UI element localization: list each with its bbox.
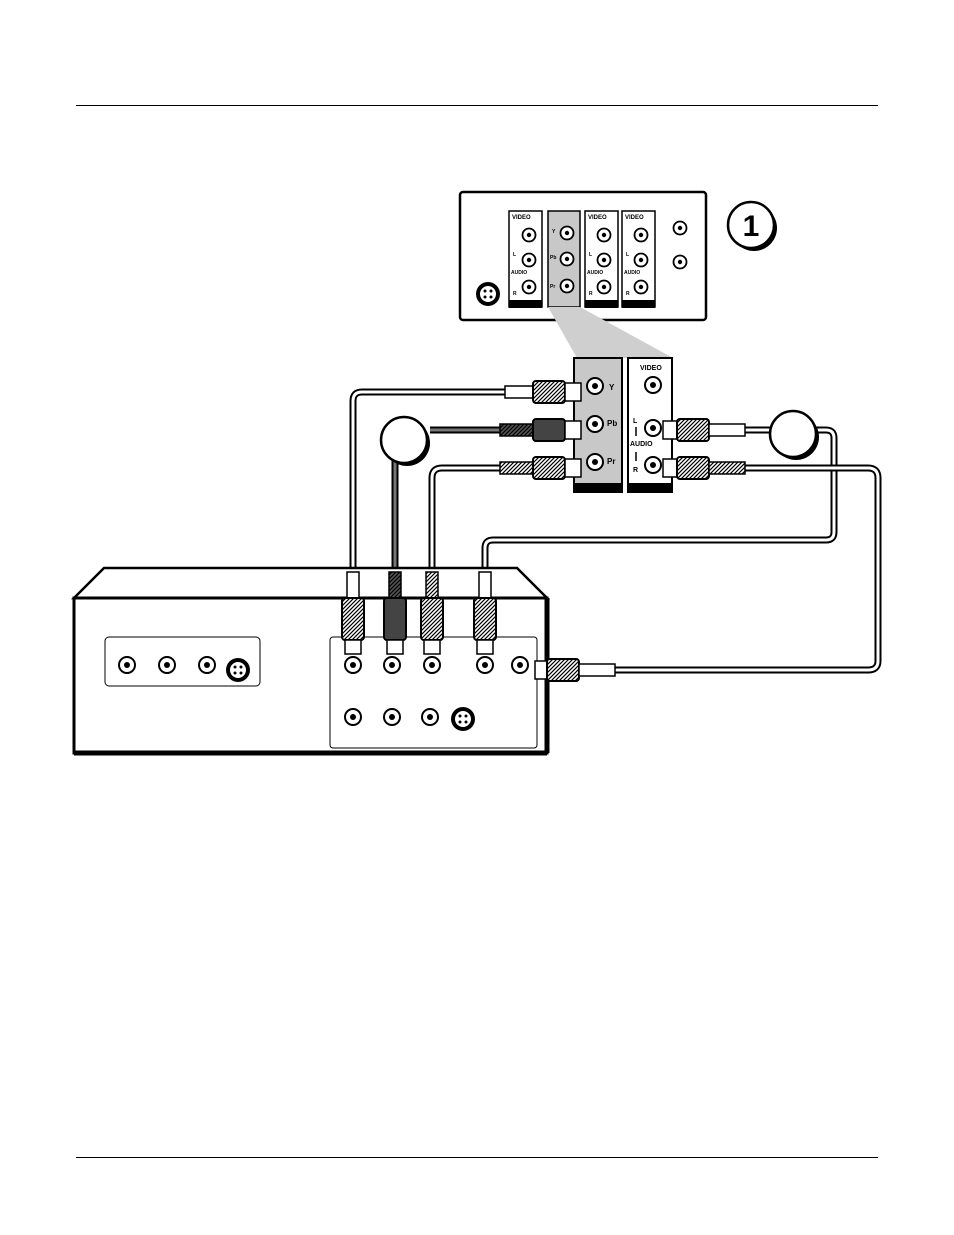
tv-group4-audio-label: AUDIO: [624, 270, 640, 276]
step-number-badge: 1: [728, 202, 777, 251]
detail-left-jack: [645, 420, 661, 436]
device-front-jack-3: [199, 657, 215, 673]
detail-left-label: L: [633, 418, 638, 425]
detail-audio-label: AUDIO: [630, 441, 653, 448]
device-pb-out-jack: [384, 657, 400, 673]
detail-y-jack: [587, 378, 603, 394]
tv-pr-jack: [561, 280, 574, 293]
tv-av-input-3: VIDEO L AUDIO R: [585, 211, 618, 308]
tv-group1-right-label: R: [513, 291, 517, 297]
detail-y-label: Y: [609, 383, 615, 392]
y-plug: [505, 381, 581, 403]
device-video-out-plug: [535, 659, 615, 681]
pb-plug: [500, 419, 581, 441]
device-front-svideo-jack: [226, 658, 250, 682]
tv-group3-right-label: R: [589, 291, 593, 297]
tv-group3-video-label: VIDEO: [588, 215, 607, 221]
tv-group1-video-label: VIDEO: [512, 215, 531, 221]
device-jack-row2-1: [345, 709, 361, 725]
device-pr-out-jack: [424, 657, 440, 673]
tv-component-input: Y Pb Pr: [548, 211, 580, 307]
tv-av-input-1: VIDEO L AUDIO R: [509, 211, 542, 308]
tv-pr-label: Pr: [550, 284, 555, 290]
tv-group4-video-label: VIDEO: [625, 215, 644, 221]
pr-plug: [500, 457, 581, 479]
detail-pb-jack: [587, 416, 603, 432]
source-device: [74, 568, 615, 753]
tv-rf-jack-top: [674, 222, 687, 235]
right-audio-plug: [663, 457, 745, 479]
detail-video-label: VIDEO: [640, 365, 662, 372]
detail-pb-label: Pb: [607, 419, 617, 428]
detail-pr-jack: [587, 454, 603, 470]
callout-left: [381, 417, 430, 466]
device-y-out-jack: [345, 657, 361, 673]
tv-y-jack: [561, 227, 574, 240]
pr-cable: [432, 468, 505, 572]
device-front-input-panel: [105, 637, 260, 686]
tv-back-panel: VIDEO L AUDIO R Y Pb Pr VIDEO L AUDIO R: [460, 192, 706, 320]
tv-pb-jack: [561, 253, 574, 266]
tv-group3-video-jack: [598, 229, 611, 242]
tv-group1-video-jack: [523, 229, 536, 242]
tv-group4-right-label: R: [626, 291, 630, 297]
callout-right: [770, 411, 819, 460]
tv-group3-left-label: L: [589, 252, 592, 258]
tv-group4-left-label: L: [626, 252, 629, 258]
detail-right-label: R: [633, 467, 638, 474]
right-audio-cable: [615, 468, 878, 670]
left-audio-plug: [663, 419, 745, 441]
tv-group3-audio-label: AUDIO: [587, 270, 603, 276]
tv-rf-jack-bottom: [674, 256, 687, 269]
device-jack-row2-3: [422, 709, 438, 725]
device-svideo-jack: [451, 707, 475, 731]
tv-av-input-4: VIDEO L AUDIO R: [622, 211, 655, 308]
tv-group4-left-jack: [635, 254, 648, 267]
tv-group3-left-jack: [598, 254, 611, 267]
tv-group1-right-jack: [523, 281, 536, 294]
svideo-jack: [476, 282, 500, 306]
detail-pr-label: Pr: [607, 457, 615, 466]
detail-right-jack: [645, 457, 661, 473]
device-front-jack-2: [159, 657, 175, 673]
tv-pb-label: Pb: [550, 255, 556, 261]
tv-group1-left-label: L: [513, 252, 516, 258]
device-audio-out-jack: [477, 657, 493, 673]
tv-group4-video-jack: [635, 229, 648, 242]
step-number-text: 1: [743, 210, 760, 243]
tv-group3-right-jack: [598, 281, 611, 294]
tv-group4-right-jack: [635, 281, 648, 294]
device-jack-row2-2: [384, 709, 400, 725]
detail-video-jack: [645, 377, 661, 393]
device-front-jack-1: [119, 657, 135, 673]
device-video-out-jack: [512, 657, 528, 673]
tv-group1-audio-label: AUDIO: [511, 270, 527, 276]
tv-group1-left-jack: [523, 254, 536, 267]
